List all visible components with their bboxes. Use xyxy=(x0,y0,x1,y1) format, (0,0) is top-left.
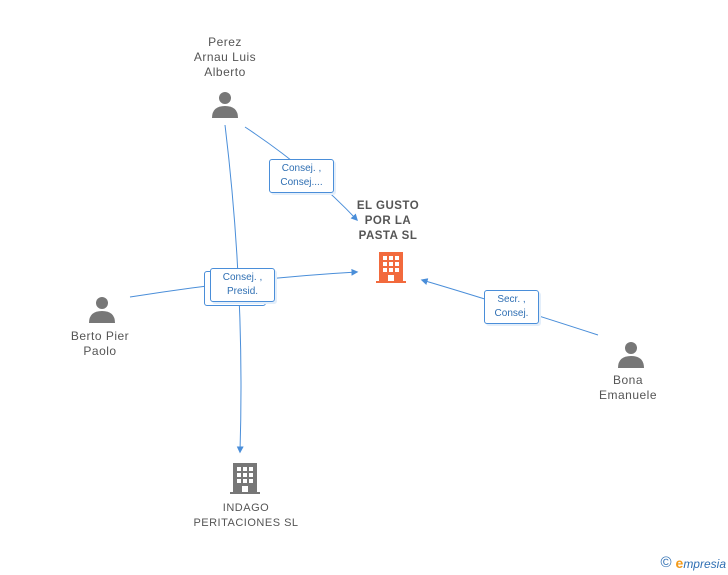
brand-logo-text: mpresia xyxy=(683,556,726,571)
building-icon[interactable] xyxy=(228,461,262,495)
person-icon[interactable] xyxy=(617,340,645,368)
gusto-label: EL GUSTO POR LA PASTA SL xyxy=(356,200,420,242)
edge-label-bona-gusto[interactable]: Secr. , Consej. xyxy=(484,290,539,324)
edge-label-perez-gusto[interactable]: Consej. , Consej.... xyxy=(269,159,334,193)
person-icon[interactable] xyxy=(88,295,116,323)
empresia-watermark: © empresia xyxy=(660,554,726,571)
indago-label: INDAGO PERITACIONES SL xyxy=(193,502,299,529)
brand-logo-e: e xyxy=(675,554,684,571)
berto-label: Berto Pier Paolo xyxy=(70,329,130,358)
copyright-symbol: © xyxy=(660,554,672,571)
edge-label-berto-gusto[interactable]: Consej. , Presid. xyxy=(210,268,275,302)
person-icon[interactable] xyxy=(211,90,239,118)
building-icon[interactable] xyxy=(374,250,408,284)
bona-label: Bona Emanuele xyxy=(598,373,658,402)
perez-label: Perez Arnau Luis Alberto xyxy=(193,35,257,79)
